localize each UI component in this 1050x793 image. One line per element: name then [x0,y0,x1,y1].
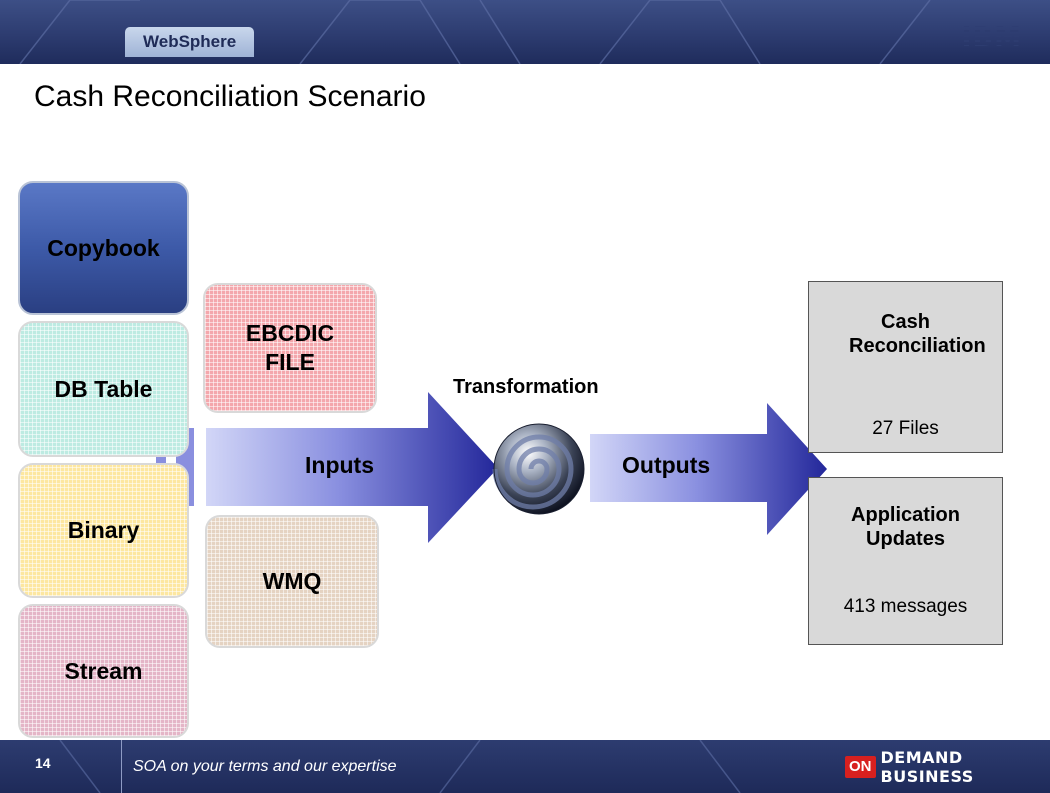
cash-reconciliation-output-box: Cash Reconciliation 27 Files [808,281,1003,453]
db-table-label: DB Table [54,375,153,402]
footer-decoration [59,740,741,793]
cash-reconciliation-count: 27 Files [872,418,939,439]
slide-number: 14 [35,755,51,771]
wmq-box: WMQ [205,515,379,648]
transformation-label: Transformation [453,376,599,398]
websphere-brand-tab: WebSphere [125,27,255,57]
inputs-arrow [206,392,498,543]
footer-band: 14 SOA on your terms and our expertise O… [0,740,1050,793]
footer-tagline: SOA on your terms and our expertise [133,758,397,775]
footer-divider [121,740,122,793]
on-demand-on-mark: ON [845,756,876,778]
stream-label: Stream [64,657,143,684]
db-table-box: DB Table [18,321,189,457]
application-updates-count: 413 messages [843,596,968,617]
header-band: WebSphere IBM [0,0,1050,64]
stream-box: Stream [18,604,189,738]
cash-reconciliation-title: Cash Reconciliation [849,311,986,357]
application-updates-output-box: Application Updates 413 messages [808,477,1003,645]
header-decoration [19,0,931,64]
on-demand-text: DEMAND BUSINESS [880,748,974,786]
ebcdic-file-box: EBCDIC FILE [203,283,377,413]
transformation-sphere [492,423,585,515]
outputs-label: Outputs [622,452,711,478]
ibm-logo: IBM [961,22,1022,53]
copybook-box: Copybook [18,181,189,315]
page-title: Cash Reconciliation Scenario [34,80,426,113]
binary-label: Binary [67,517,140,543]
outputs-arrow [590,403,827,535]
inputs-label: Inputs [305,452,374,478]
application-updates-title: Application Updates [851,504,960,550]
on-demand-business-badge: ON DEMAND BUSINESS [845,748,1050,786]
binary-box: Binary [18,463,189,598]
copybook-label: Copybook [47,234,160,261]
wmq-label: WMQ [262,568,322,594]
ebcdic-file-label: EBCDIC FILE [245,320,335,375]
